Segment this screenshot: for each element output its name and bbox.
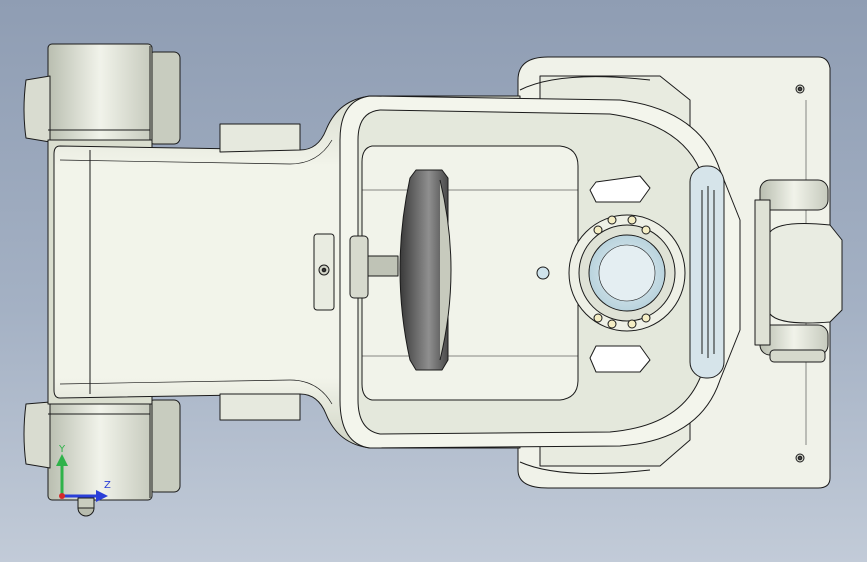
- top-vent-button[interactable]: [589, 175, 651, 203]
- z-axis-label: Z: [104, 480, 111, 491]
- bottom-vent-button[interactable]: [589, 345, 651, 373]
- left-wheel-top[interactable]: [23, 43, 181, 145]
- led-ring: [593, 215, 651, 329]
- sensor-icon: [536, 266, 550, 280]
- axis-triad: Y Z: [56, 444, 111, 502]
- steering-lever[interactable]: [349, 169, 452, 371]
- camera-ring[interactable]: [568, 214, 686, 332]
- side-grille: [689, 165, 725, 379]
- rear-cap[interactable]: [754, 179, 843, 363]
- emblem-plate: [313, 233, 335, 311]
- left-wheel-bottom[interactable]: [23, 399, 181, 517]
- y-axis-label: Y: [58, 444, 66, 455]
